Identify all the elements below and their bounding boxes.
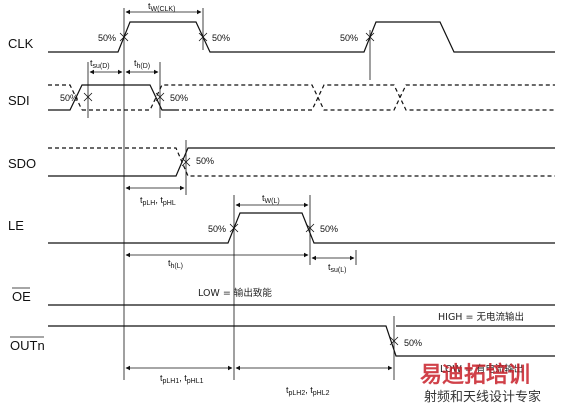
sdi-label: SDI: [8, 93, 30, 108]
label-tw-clk: tW(CLK): [148, 1, 175, 13]
outn-waveform: [48, 325, 555, 357]
sdi-solid-segment: [48, 84, 175, 111]
pct-sdo: 50%: [196, 156, 214, 166]
sdi-dash-start-high: [48, 84, 83, 111]
label-tsu-d: tsu(D): [90, 58, 110, 70]
tick-sdi-hold: [155, 92, 165, 102]
pct-sdi-hold: 50%: [170, 93, 188, 103]
annotation-low-current: LOW = 有电流输出: [440, 363, 523, 375]
tick-le-rise: [229, 223, 239, 233]
pct-sdi-setup: 50%: [60, 93, 78, 103]
pct-le-rise: 50%: [208, 224, 226, 234]
pct-clk2: 50%: [340, 33, 358, 43]
le-waveform: [48, 212, 555, 244]
tick-clk-rise: [119, 32, 129, 42]
sdo-label: SDO: [8, 156, 36, 171]
clk-label: CLK: [8, 36, 34, 51]
tick-sdi-setup: [83, 92, 93, 102]
le-label: LE: [8, 218, 24, 233]
sdi-dash-lower: [175, 84, 555, 111]
sdi-dash-upper: [82, 84, 555, 111]
pct-outn: 50%: [404, 338, 422, 348]
label-th-l: th(L): [168, 258, 183, 270]
watermark-main: 易迪拓培训: [420, 362, 530, 388]
annotation-low-enable: LOW = 输出致能: [198, 287, 272, 299]
watermark-sub: 射频和天线设计专家: [424, 389, 541, 405]
label-tplh-tphl: tpLH, tpHL: [140, 195, 176, 207]
label-th-d: th(D): [134, 58, 150, 70]
tick-le-fall: [305, 223, 315, 233]
label-tplh2-tphl2: tpLH2, tpHL2: [286, 385, 330, 397]
label-tsu-l: tsu(L): [328, 262, 346, 274]
oe-label: OE: [12, 289, 31, 304]
tick-clk2-rise: [365, 32, 375, 42]
label-tplh1-tphl1: tpLH1, tpHL1: [160, 373, 204, 385]
label-tw-l: tW(L): [262, 193, 280, 205]
sdo-solid: [48, 147, 555, 177]
annotation-high-no-current: HIGH = 无电流输出: [438, 311, 524, 323]
pct-clk-rise: 50%: [98, 33, 116, 43]
tick-outn: [389, 336, 399, 346]
tick-sdo: [181, 157, 191, 167]
pct-le-fall: 50%: [320, 224, 338, 234]
tick-clk-fall: [198, 32, 208, 42]
pct-clk-fall: 50%: [212, 33, 230, 43]
outn-label: OUTn: [10, 338, 45, 353]
